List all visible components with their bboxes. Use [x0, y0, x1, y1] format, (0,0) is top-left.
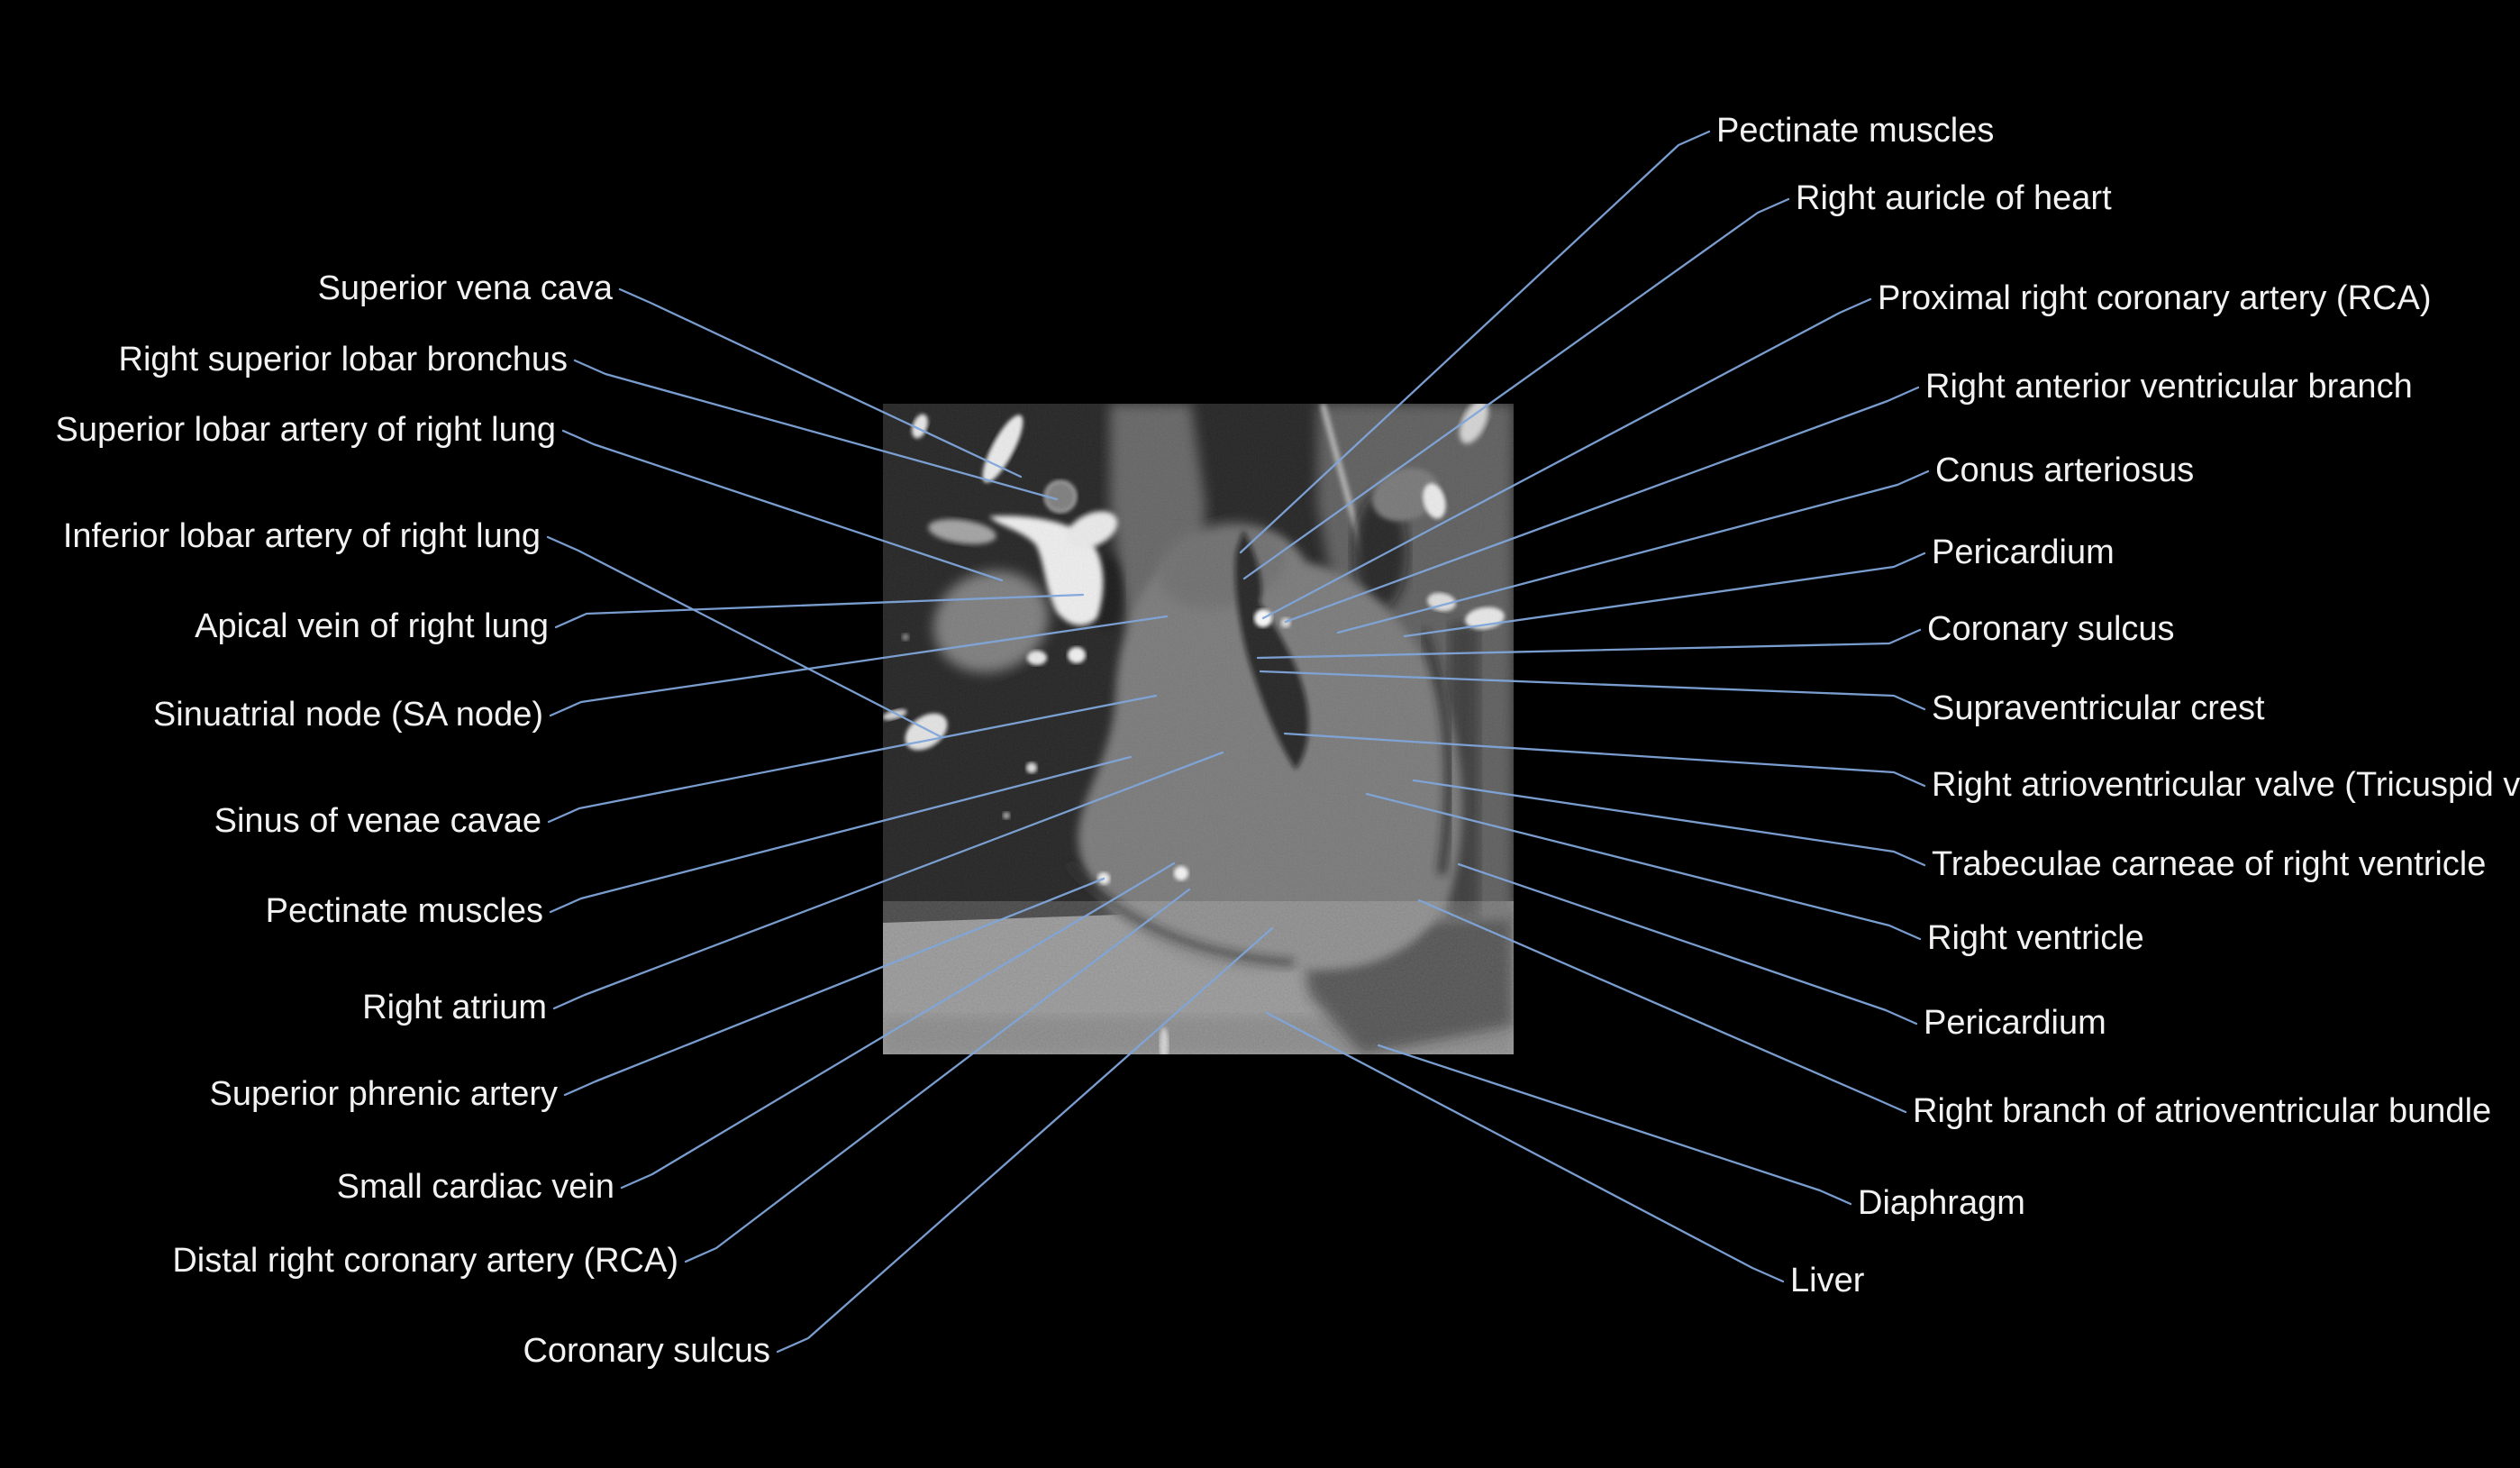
- anatomy-label: Superior lobar artery of right lung: [55, 411, 556, 450]
- anatomy-label: Right anterior ventricular branch: [1925, 368, 2413, 406]
- anatomy-label: Right ventricle: [1927, 919, 2144, 958]
- leader-line: [1377, 1044, 1852, 1206]
- anatomy-label: Supraventricular crest: [1932, 689, 2265, 728]
- anatomy-label: Right superior lobar bronchus: [118, 341, 569, 379]
- leader-line: [1457, 862, 1918, 1026]
- anatomy-label: Trabeculae carneae of right ventricle: [1932, 845, 2487, 884]
- leader-line: [1242, 197, 1790, 580]
- anatomy-label: Right atrioventricular valve (Tricuspid …: [1932, 766, 2520, 805]
- leader-line: [1239, 130, 1711, 554]
- leader-line: [549, 615, 1169, 717]
- leader-line: [546, 535, 943, 739]
- anatomy-label: Coronary sulcus: [1927, 610, 2175, 649]
- anatomy-label: Coronary sulcus: [523, 1332, 770, 1371]
- leader-line: [1256, 628, 1922, 660]
- anatomy-label: Proximal right coronary artery (RCA): [1878, 279, 2432, 318]
- leader-line: [1365, 792, 1922, 941]
- leader-line: [1261, 297, 1872, 620]
- anatomy-label: Distal right coronary artery (RCA): [172, 1242, 678, 1281]
- leader-line: [552, 751, 1224, 1010]
- anatomy-label: Diaphragm: [1858, 1184, 2025, 1223]
- leader-line: [547, 694, 1158, 824]
- leader-line: [1259, 670, 1926, 711]
- anatomy-label: Conus arteriosus: [1935, 451, 2195, 490]
- leader-line: [1284, 386, 1920, 624]
- leader-line: [573, 359, 1059, 501]
- anatomy-label: Right branch of atrioventricular bundle: [1913, 1092, 2492, 1131]
- anatomy-label: Right atrium: [362, 989, 547, 1027]
- anatomy-label: Pectinate muscles: [265, 892, 543, 931]
- anatomy-label: Inferior lobar artery of right lung: [62, 517, 541, 556]
- leader-line: [776, 926, 1274, 1354]
- anatomy-label: Sinuatrial node (SA node): [152, 696, 543, 734]
- leader-line: [1336, 470, 1930, 634]
- anatomy-label: Pericardium: [1924, 1004, 2106, 1043]
- leader-line: [620, 862, 1176, 1190]
- anatomy-label: Pericardium: [1932, 533, 2115, 572]
- leader-line: [684, 888, 1191, 1263]
- leader-line: [1412, 779, 1926, 867]
- anatomy-label: Small cardiac vein: [336, 1168, 614, 1207]
- anatomy-label: Sinus of venae cavae: [214, 802, 541, 841]
- leader-line: [1283, 732, 1926, 788]
- anatomy-label: Right auricle of heart: [1796, 179, 2112, 218]
- leader-line: [563, 877, 1105, 1097]
- leader-line: [554, 593, 1085, 629]
- anatomy-label: Superior vena cava: [317, 269, 613, 308]
- anatomy-label: Superior phrenic artery: [209, 1075, 558, 1114]
- anatomy-label: Pectinate muscles: [1716, 112, 1995, 150]
- leader-line: [1265, 1011, 1785, 1283]
- leader-line: [549, 755, 1133, 914]
- leader-line: [1403, 552, 1926, 638]
- anatomy-label: Liver: [1790, 1262, 1865, 1300]
- leader-line: [561, 429, 1004, 582]
- leader-line: [618, 287, 1023, 479]
- leader-line: [1417, 898, 1907, 1114]
- anatomy-label: Apical vein of right lung: [195, 607, 549, 646]
